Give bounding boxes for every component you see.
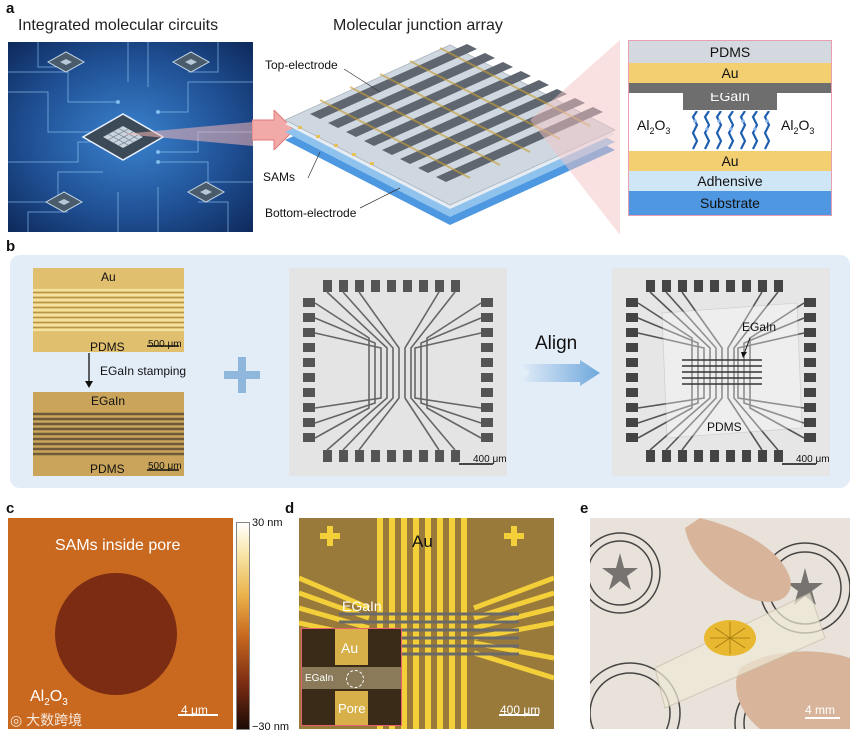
panel-c-label: c — [6, 500, 15, 517]
egain-label-b-right: EGaIn — [742, 320, 777, 334]
colorbar — [236, 522, 250, 730]
sam-molecules — [687, 111, 775, 151]
circuit-board-image — [8, 42, 253, 232]
flexible-device-photo — [590, 518, 850, 729]
egain-stamping-label: EGaIn stamping — [100, 364, 187, 378]
adhesive-layer: Adhensive — [629, 171, 831, 191]
inset-au-bottom — [335, 691, 368, 725]
colorbar-bottom-label: −30 nm — [252, 721, 289, 733]
align-label: Align — [535, 333, 578, 354]
inset-au-top — [335, 629, 368, 665]
pdms-label-b-right: PDMS — [707, 420, 742, 434]
scale-c: 4 μm — [181, 703, 208, 717]
inset-pore-circle — [346, 670, 364, 688]
al2o3-left-label: Al2O3 — [637, 117, 671, 136]
panel-d-label: d — [285, 500, 295, 517]
panel-e-label: e — [580, 500, 589, 517]
sams-inside-pore-label: SAMs inside pore — [55, 537, 181, 554]
au-top-layer: Au — [629, 63, 831, 83]
scale-b2: 500 μm — [148, 461, 182, 472]
watermark-text: 大数跨境 — [26, 712, 83, 728]
substrate-layer: Substrate — [629, 191, 831, 215]
au-label-d: Au — [412, 532, 433, 551]
scale-b1: 500 μm — [148, 339, 182, 350]
scale-d: 400 μm — [500, 703, 541, 717]
egain-electrode-image — [33, 392, 184, 476]
egain-label-d: EGaIn — [342, 598, 382, 614]
arrow-a-icon — [252, 110, 294, 150]
inset-pore-label: Pore — [338, 701, 366, 716]
integrated-circuits-title: Integrated molecular circuits — [18, 17, 219, 34]
cross-section-stack: PDMS Au EGaIn Al2O3 Al2O3 Au Adhensive S… — [628, 40, 832, 216]
stamping-arrow-icon — [84, 353, 94, 389]
egain-top-bar — [629, 83, 831, 93]
au-electrode-image — [33, 268, 184, 352]
al2o3-right-label: Al2O3 — [781, 117, 815, 136]
aligned-device-image — [612, 268, 830, 476]
sams-label: SAMs — [263, 170, 296, 184]
scale-b-mid: 400 μm — [473, 454, 507, 465]
au-label-b: Au — [101, 270, 116, 284]
pdms-label-b-bottom: PDMS — [90, 462, 125, 476]
au-bottom-layer: Au — [629, 151, 831, 171]
panel-b-label: b — [6, 238, 16, 255]
bottom-electrode-pattern — [289, 268, 507, 476]
plus-icon — [222, 355, 262, 395]
junction-array-title: Molecular junction array — [333, 17, 503, 34]
egain-label-b: EGaIn — [91, 394, 126, 408]
watermark-logo: ◎ 大数跨境 — [10, 710, 82, 730]
watermark-icon: ◎ — [10, 712, 27, 728]
bottom-electrode-label: Bottom-electrode — [265, 206, 357, 220]
inset-au-label: Au — [341, 640, 359, 656]
pdms-label-b-top: PDMS — [90, 340, 125, 354]
panel-a-label: a — [6, 0, 15, 17]
colorbar-top-label: 30 nm — [252, 517, 283, 529]
top-electrode-label: Top-electrode — [265, 58, 338, 72]
magnified-inset: Au EGaIn Pore — [301, 628, 402, 726]
inset-egain-label: EGaIn — [305, 673, 334, 684]
scale-e: 4 mm — [805, 703, 835, 717]
afm-image — [8, 518, 233, 729]
align-arrow-icon — [520, 360, 600, 386]
junction-array-3d — [280, 40, 620, 235]
al2o3-label-c: Al2O3 — [30, 688, 68, 709]
pdms-layer: PDMS — [629, 41, 831, 63]
scale-b-right: 400 μm — [796, 454, 830, 465]
